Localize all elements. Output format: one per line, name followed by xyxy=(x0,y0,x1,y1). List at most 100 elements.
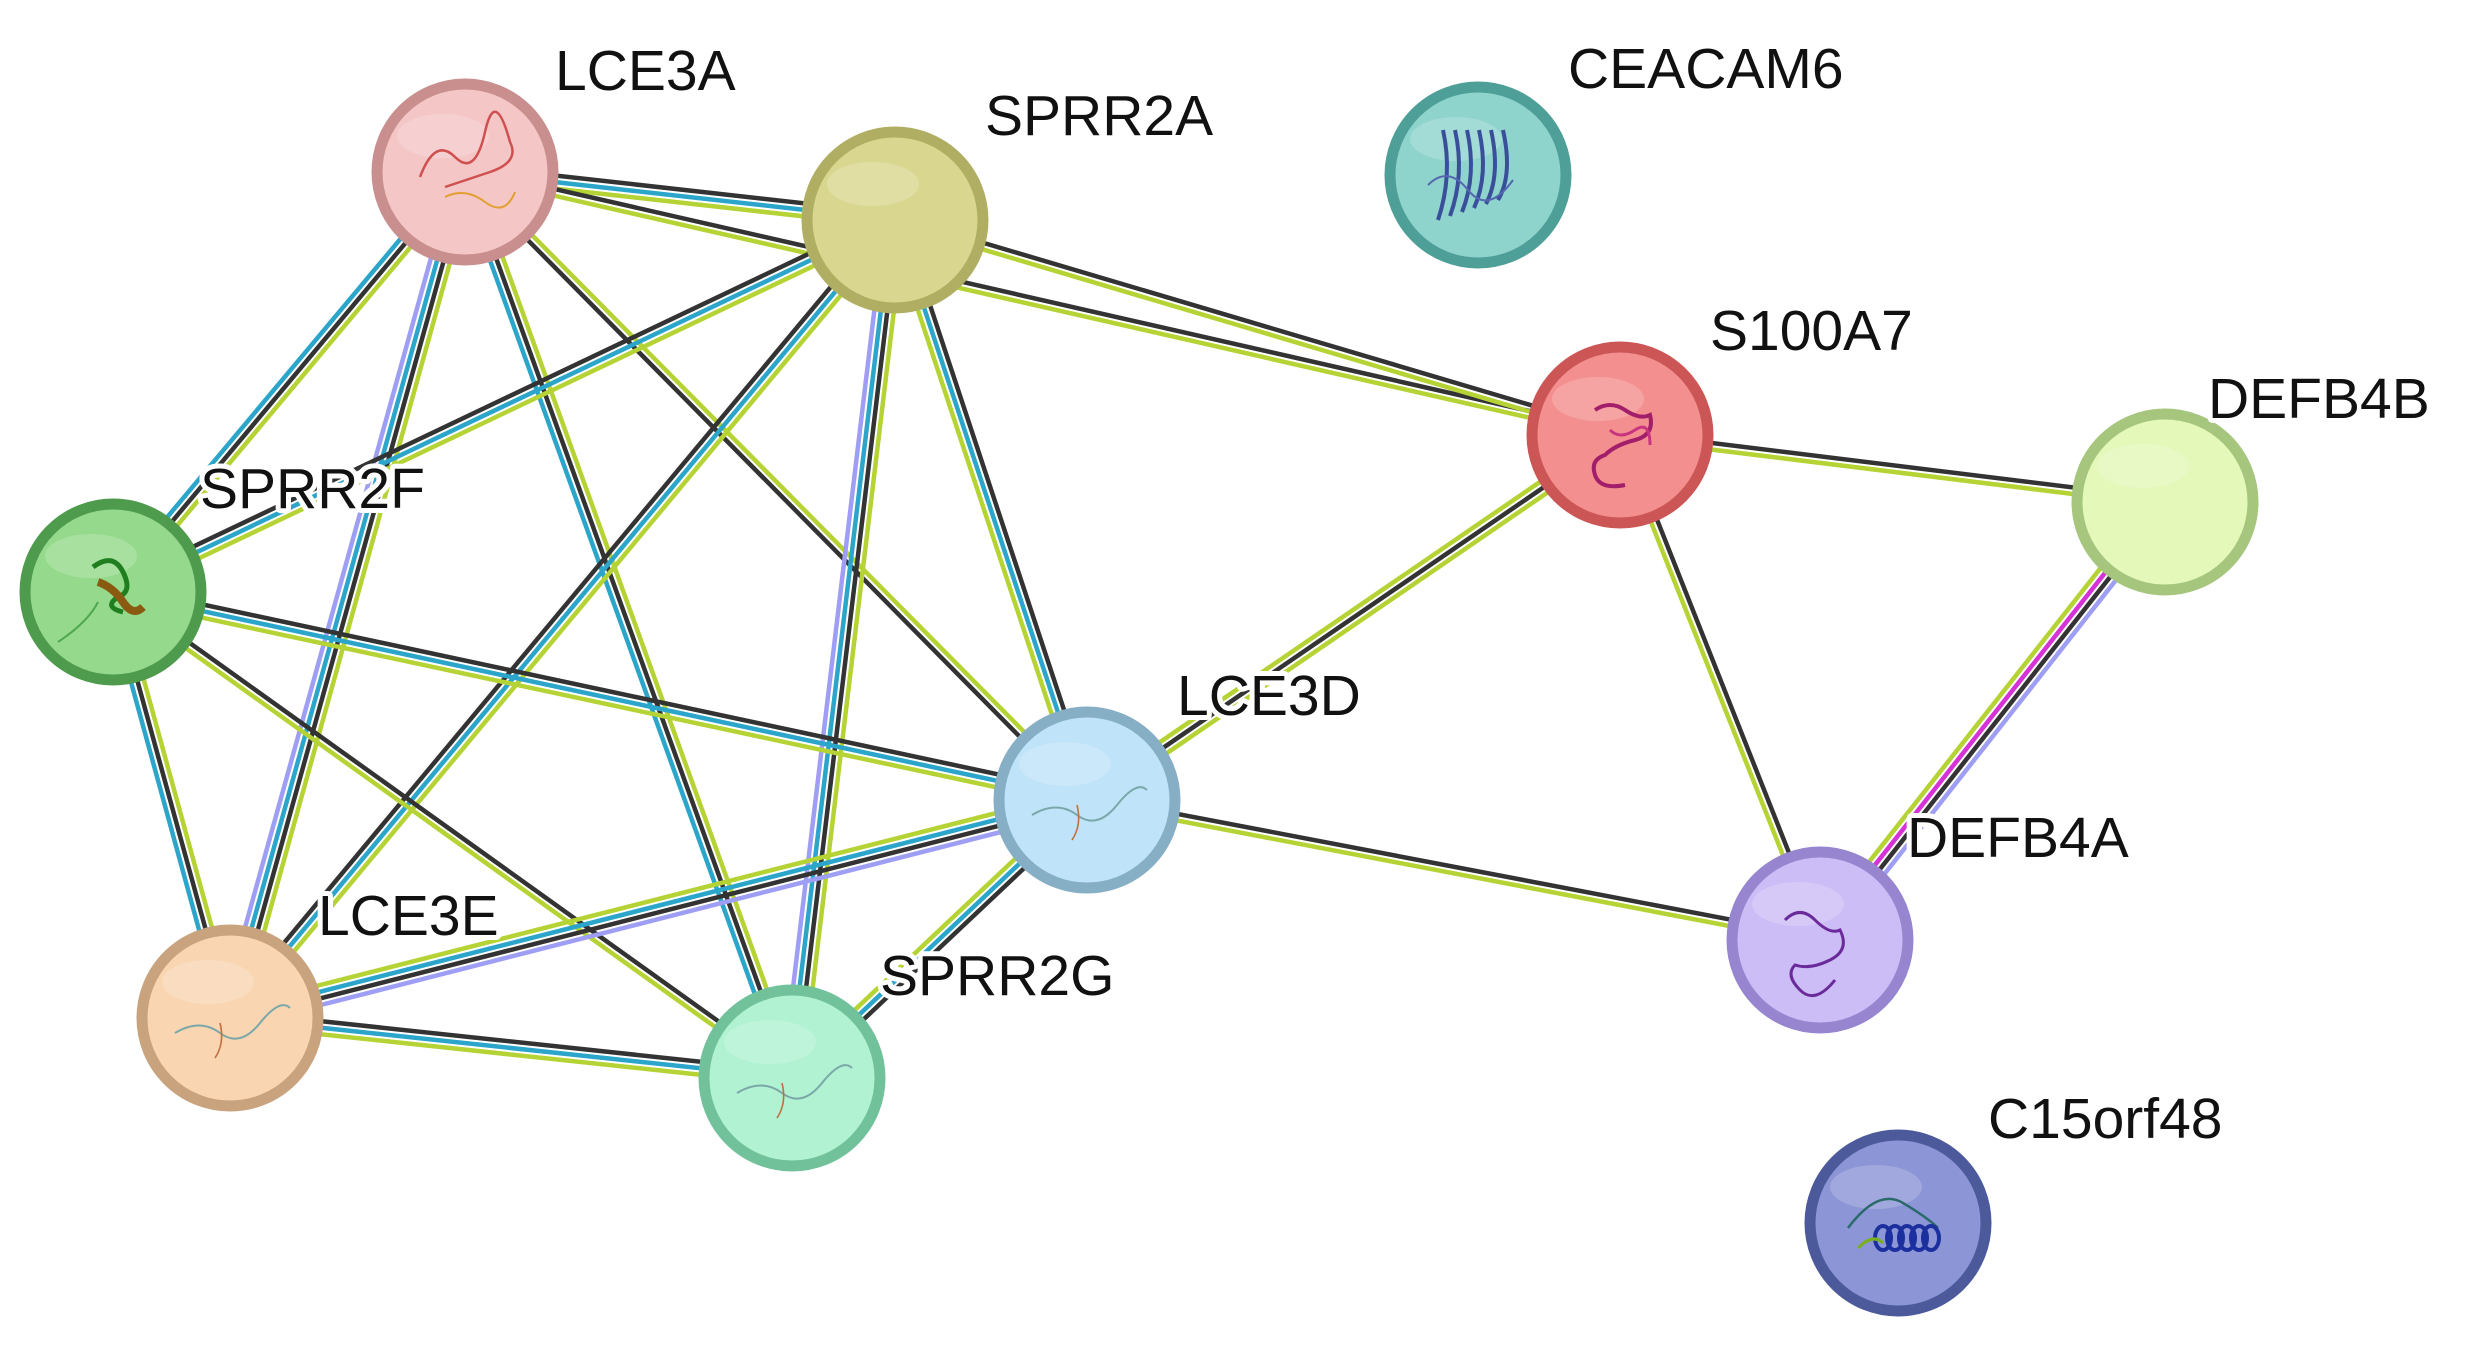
label-sprr2a: SPRR2A xyxy=(985,84,1213,148)
edge-line-coexpression xyxy=(112,583,1091,796)
protein-structure-icon xyxy=(1783,911,1845,998)
edge-lce3a-sprr2g xyxy=(456,167,801,1083)
edge-line-database xyxy=(892,217,1090,803)
edge-line-textmining xyxy=(886,219,1084,805)
edge-lce3d-defb4a xyxy=(1084,794,1823,946)
node-circle[interactable] xyxy=(1726,846,1914,1034)
node-circle[interactable] xyxy=(2071,408,2259,596)
edge-sprr2f-sprr2g xyxy=(108,587,797,1083)
protein-structure-icon xyxy=(418,110,516,209)
edge-line-database xyxy=(226,794,1089,1018)
edge-line-textmining xyxy=(468,167,801,1079)
edge-line-textmining xyxy=(1088,438,1626,808)
node-defb4a[interactable] xyxy=(1726,846,1914,1034)
protein-structure-icon xyxy=(1427,129,1514,221)
edge-line-coexpression xyxy=(792,218,901,1081)
node-highlight xyxy=(724,1020,816,1064)
edge-sprr2a-sprr2g xyxy=(780,216,907,1082)
protein-structure-icon xyxy=(736,1064,853,1119)
edge-line-textmining xyxy=(891,220,1622,441)
edge-line-coexpression xyxy=(460,172,1087,805)
edge-line-coexpression xyxy=(228,1009,795,1074)
edge-line-textmining xyxy=(1081,427,1619,797)
node-circle[interactable] xyxy=(371,78,559,266)
edge-line-coexpression xyxy=(462,169,795,1081)
edge-line-database xyxy=(786,217,895,1080)
node-circle[interactable] xyxy=(136,924,324,1112)
edge-line-textmining xyxy=(108,592,793,1083)
protein-structure-icon xyxy=(57,558,146,643)
edge-line-textmining xyxy=(225,788,1087,1011)
edge-sprr2a-sprr2f xyxy=(107,211,901,601)
node-highlight xyxy=(162,960,254,1004)
label-defb4b: DEFB4B xyxy=(2208,367,2430,431)
node-ceacam6[interactable] xyxy=(1384,81,1572,269)
node-circle[interactable] xyxy=(698,984,886,1172)
node-highlight xyxy=(827,162,919,206)
edge-line-textmining xyxy=(237,172,477,1023)
edge-lce3e-sprr2g xyxy=(227,1009,795,1087)
node-circle[interactable] xyxy=(1384,81,1572,269)
edge-sprr2f-lce3d xyxy=(109,583,1091,809)
node-highlight xyxy=(1552,377,1644,421)
label-ceacam6: CEACAM6 xyxy=(1568,37,1844,101)
node-highlight xyxy=(1752,882,1844,926)
edge-line-coexpression xyxy=(893,214,1624,435)
edge-line-database xyxy=(227,1015,795,1081)
node-s100a7[interactable] xyxy=(1526,341,1714,529)
edge-line-coexpression xyxy=(112,587,797,1078)
edge-line-coexpression xyxy=(1085,794,1823,940)
node-circle[interactable] xyxy=(801,126,989,314)
edge-line-coexpression xyxy=(230,170,471,1022)
edge-line-coexpression xyxy=(1084,432,1623,803)
protein-structure-icon xyxy=(1031,786,1148,841)
label-lce3e: LCE3E xyxy=(318,884,499,948)
node-sprr2a[interactable] xyxy=(801,126,989,314)
node-highlight xyxy=(1019,742,1111,786)
edge-line-textmining xyxy=(465,167,1092,800)
edge-sprr2a-lce3d xyxy=(886,215,1096,805)
node-circle[interactable] xyxy=(993,706,1181,894)
edge-line-database xyxy=(110,217,898,595)
label-lce3a: LCE3A xyxy=(555,39,736,103)
node-defb4b[interactable] xyxy=(2071,408,2259,596)
protein-structure-icon xyxy=(1847,1197,1941,1252)
node-circle[interactable] xyxy=(1804,1129,1992,1317)
edge-line-textmining xyxy=(109,596,1088,809)
node-lce3d[interactable] xyxy=(993,706,1181,894)
edge-line-database xyxy=(456,171,789,1083)
label-s100a7: S100A7 xyxy=(1710,299,1913,363)
label-sprr2g: SPRR2G xyxy=(880,944,1114,1008)
edge-sprr2a-lce3e xyxy=(222,213,903,1025)
edge-lce3a-s100a7 xyxy=(462,166,1623,441)
edge-line-experiments xyxy=(780,216,888,1080)
edge-line-database xyxy=(227,217,898,1021)
node-sprr2g[interactable] xyxy=(698,984,886,1172)
label-defb4a: DEFB4A xyxy=(1907,806,2129,870)
edge-line-database xyxy=(224,168,465,1020)
node-highlight xyxy=(45,534,137,578)
node-highlight xyxy=(1830,1165,1922,1209)
edge-lce3d-s100a7 xyxy=(1081,427,1626,808)
edge-line-coexpression xyxy=(898,215,1096,801)
edge-line-textmining xyxy=(462,172,1622,441)
edge-line-textmining xyxy=(227,1022,794,1087)
edge-line-database xyxy=(110,589,1090,803)
edge-line-coexpression xyxy=(228,800,1091,1024)
edge-lce3e-lce3d xyxy=(225,788,1092,1030)
label-sprr2f: SPRR2F xyxy=(200,457,425,521)
protein-structure-icon xyxy=(174,1004,291,1059)
edge-line-textmining xyxy=(1084,800,1822,946)
node-sprr2f[interactable] xyxy=(19,498,207,686)
edge-line-coexpression xyxy=(107,211,895,589)
label-c15orf48: C15orf48 xyxy=(1988,1087,2223,1151)
edge-lce3a-lce3d xyxy=(460,167,1092,805)
protein-structure-icon xyxy=(1591,403,1653,489)
label-lce3d: LCE3D xyxy=(1177,664,1361,728)
edge-line-textmining xyxy=(799,218,907,1082)
node-lce3e[interactable] xyxy=(136,924,324,1112)
node-lce3a[interactable] xyxy=(371,78,559,266)
node-c15orf48[interactable] xyxy=(1804,1129,1992,1317)
